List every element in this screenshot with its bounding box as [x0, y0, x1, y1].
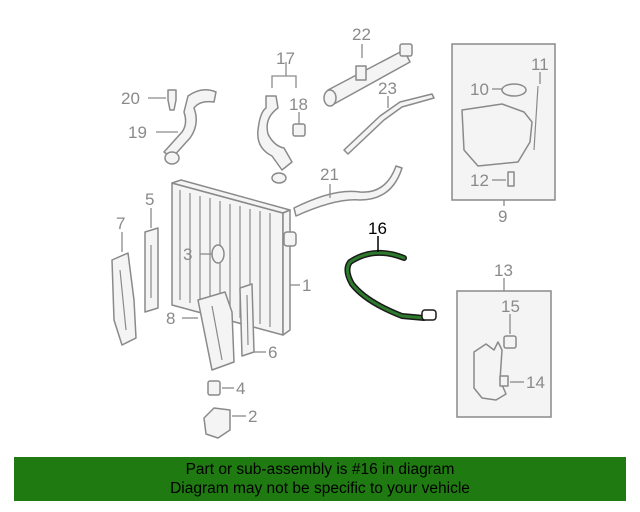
bracket-assembly-box-13[interactable]: [456, 290, 552, 418]
plug-part-3[interactable]: [211, 244, 225, 264]
callout-20: 20: [121, 89, 140, 108]
callout-16: 16: [368, 219, 387, 238]
bracket-part-5[interactable]: [144, 227, 159, 313]
air-guide-part-8[interactable]: [197, 291, 235, 371]
callout-6: 6: [268, 343, 277, 362]
hose-part-16[interactable]: [344, 249, 437, 321]
hose-part-19[interactable]: [163, 89, 217, 165]
info-banner: Part or sub-assembly is #16 in diagram D…: [14, 457, 626, 501]
callout-19: 19: [128, 123, 147, 142]
radiator-part-1[interactable]: [171, 179, 297, 336]
callout-3: 3: [183, 245, 192, 264]
callout-22: 22: [352, 25, 371, 44]
grommet-part-4[interactable]: [207, 380, 221, 396]
callout-8: 8: [166, 309, 175, 328]
callout-14: 14: [526, 373, 545, 392]
connector-part-18[interactable]: [292, 123, 306, 137]
callout-17: 17: [276, 49, 295, 68]
banner-line-2: Diagram may not be specific to your vehi…: [170, 480, 470, 497]
mount-part-2[interactable]: [203, 407, 231, 439]
callout-2: 2: [248, 407, 257, 426]
bracket-part-6[interactable]: [239, 283, 255, 357]
hose-part-17[interactable]: [257, 95, 293, 184]
callout-15: 15: [501, 297, 520, 316]
callout-18: 18: [289, 95, 308, 114]
callout-11: 11: [531, 55, 549, 74]
callout-7: 7: [116, 214, 125, 233]
banner-line-1: Part or sub-assembly is #16 in diagram: [185, 461, 455, 478]
callout-13: 13: [494, 261, 513, 280]
callout-10: 10: [470, 80, 489, 99]
callout-4: 4: [236, 379, 245, 398]
callout-12: 12: [470, 171, 489, 190]
reservoir-assembly-box-9[interactable]: [451, 43, 556, 201]
hose-part-21[interactable]: [293, 165, 403, 217]
callout-5: 5: [145, 190, 154, 209]
parts-diagram: 1 3 5 7 8 6 4 2 20: [111, 25, 556, 439]
callout-21: 21: [320, 165, 339, 184]
clip-part-20[interactable]: [167, 89, 177, 111]
bracket-part-7[interactable]: [111, 252, 137, 346]
callout-9: 9: [498, 207, 507, 226]
pipe-part-22[interactable]: [323, 43, 413, 107]
callout-23: 23: [378, 79, 397, 98]
pipe-part-23[interactable]: [343, 93, 435, 155]
callout-1: 1: [302, 276, 311, 295]
